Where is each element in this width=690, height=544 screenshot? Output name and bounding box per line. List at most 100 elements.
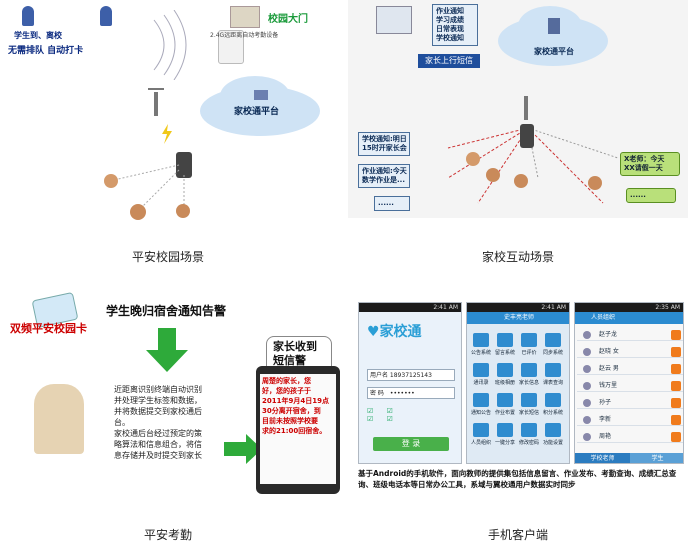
avatar xyxy=(583,331,591,339)
feature-label: 同步系统 xyxy=(542,350,563,356)
feature-label: 积分系统 xyxy=(542,410,563,416)
contact-name: 周艳 xyxy=(599,433,612,440)
feature-icon[interactable] xyxy=(497,333,513,347)
parent-figure-3 xyxy=(514,174,528,188)
username-input[interactable]: 18937125143 xyxy=(389,372,432,379)
feature-label: 留言系统 xyxy=(494,350,515,356)
feature-label: 通知公告 xyxy=(470,410,491,416)
feature-icon[interactable] xyxy=(545,423,561,437)
teacher-header: 史丰亮老师 xyxy=(467,312,569,324)
tab-student[interactable]: 学生 xyxy=(630,453,683,463)
student-arrival-text: 学生到、离校 xyxy=(14,31,62,40)
panel-safe-attendance: 学生晚归宿舍通知告警 双频平安校园卡 家长收到 短信警 近距离识别终端自动识别 … xyxy=(4,292,342,502)
feature-icon[interactable] xyxy=(497,393,513,407)
login-screen: 2:41 AM ♥家校通 用户名 18937125143 密 码 •••••••… xyxy=(358,302,462,464)
call-icon[interactable] xyxy=(671,364,681,374)
avatar xyxy=(583,416,591,424)
students-illustration-2 xyxy=(100,6,112,26)
platform-label: 家校通平台 xyxy=(534,47,574,56)
feature-icon[interactable] xyxy=(473,363,489,377)
username-label: 用户名 xyxy=(370,372,389,379)
contact-item[interactable]: 周艳 xyxy=(577,431,683,443)
call-icon[interactable] xyxy=(671,347,681,357)
notice-meeting: 学校通知:明日 15时开家长会 xyxy=(358,132,410,156)
contacts-screen: 2:35 AM 人员组织 赵子龙赵晓 女赵云 男钱万里孙子李新周艳 学校老师 学… xyxy=(574,302,684,464)
parent-figure-2 xyxy=(130,204,146,220)
remember-checkboxes[interactable]: ☑ ☑☑ ☑ xyxy=(367,407,393,423)
call-icon[interactable] xyxy=(671,381,681,391)
feature-icon[interactable] xyxy=(521,363,537,377)
contact-item[interactable]: 赵子龙 xyxy=(577,329,683,341)
contact-item[interactable]: 赵云 男 xyxy=(577,363,683,375)
auto-checkin-text: 无需排队 自动打卡 xyxy=(8,46,84,56)
call-icon[interactable] xyxy=(671,330,681,340)
feature-icon[interactable] xyxy=(473,423,489,437)
feature-icon[interactable] xyxy=(521,393,537,407)
contact-item[interactable]: 孙子 xyxy=(577,397,683,409)
process-description: 近距离识别终端自动识别 并处理学生标签和数据， 并将数据提交到家校通后 台。 家… xyxy=(114,385,202,460)
contact-name: 赵子龙 xyxy=(599,331,618,338)
feature-label: 人员组织 xyxy=(470,440,491,446)
avatar xyxy=(583,365,591,373)
parent-sms-box: 家长上行短信 xyxy=(418,54,480,68)
teacher-home-screen: 2:41 AM 史丰亮老师 公告系统留言系统已评价同步系统通讯录班级相册家长信息… xyxy=(466,302,570,464)
card-label: 双频平安校园卡 xyxy=(10,322,87,335)
lightning-icon xyxy=(162,124,172,144)
status-bar: 2:41 AM xyxy=(359,303,461,312)
reply-more: ...... xyxy=(626,188,676,203)
server-icon xyxy=(254,90,268,100)
feature-icon[interactable] xyxy=(545,333,561,347)
feature-label: 通讯录 xyxy=(473,380,489,386)
contact-item[interactable]: 赵晓 女 xyxy=(577,346,683,358)
right-arrow-icon xyxy=(224,434,262,464)
app-logo: ♥家校通 xyxy=(367,324,422,340)
contacts-header: 人员组织 xyxy=(575,312,683,324)
connection-lines xyxy=(113,164,185,212)
avatar xyxy=(583,348,591,356)
contact-name: 赵云 男 xyxy=(599,365,619,372)
feature-label: 已评价 xyxy=(521,350,537,356)
status-bar: 2:41 AM xyxy=(467,303,569,312)
feature-label: 作业布置 xyxy=(494,410,515,416)
caption-safe-attendance: 平安考勤 xyxy=(143,528,192,542)
contact-name: 钱万里 xyxy=(599,382,618,389)
parent-figure-4 xyxy=(588,176,602,190)
feature-icon[interactable] xyxy=(497,423,513,437)
call-icon[interactable] xyxy=(671,432,681,442)
contact-item[interactable]: 钱万里 xyxy=(577,380,683,392)
attendance-device xyxy=(218,30,244,64)
feature-label: 课表查询 xyxy=(542,380,563,386)
feature-icon[interactable] xyxy=(545,363,561,377)
feature-icon[interactable] xyxy=(521,423,537,437)
caption-mobile-client: 手机客户端 xyxy=(487,528,548,542)
school-gate-illustration xyxy=(230,6,260,28)
feature-icon[interactable] xyxy=(473,333,489,347)
feature-label: 公告系统 xyxy=(470,350,491,356)
platform-label: 家校通平台 xyxy=(234,107,280,117)
feature-icon[interactable] xyxy=(473,393,489,407)
operator-illustration xyxy=(34,384,84,454)
sms-screen: 周楚的家长，您 好，您的孩子于 2011年9月4日19点 30分离开宿舍，到 目… xyxy=(260,374,336,484)
feature-label: 家长短信 xyxy=(518,410,539,416)
tab-teacher[interactable]: 学校老师 xyxy=(575,453,630,463)
contact-item[interactable]: 李新 xyxy=(577,414,683,426)
school-gate-label: 校园大门 xyxy=(268,14,308,25)
device-label: 2.4G远距离自动考勤设备 xyxy=(210,32,279,39)
feature-label: 修改密码 xyxy=(518,440,539,446)
phone-center xyxy=(520,124,534,148)
password-label: 密 码 xyxy=(370,390,384,397)
mobile-phone-illustration xyxy=(176,152,192,178)
password-input[interactable]: ••••••• xyxy=(389,390,415,397)
feature-label: 功能设置 xyxy=(542,440,563,446)
call-icon[interactable] xyxy=(671,415,681,425)
feature-label: 班级相册 xyxy=(494,380,515,386)
feature-label: 一键分享 xyxy=(494,440,515,446)
contact-name: 李新 xyxy=(599,416,612,423)
login-button[interactable]: 登 录 xyxy=(373,437,449,451)
teacher-computer xyxy=(376,6,412,34)
parent-figure-2 xyxy=(486,168,500,182)
call-icon[interactable] xyxy=(671,398,681,408)
feature-icon[interactable] xyxy=(497,363,513,377)
feature-icon[interactable] xyxy=(545,393,561,407)
feature-icon[interactable] xyxy=(521,333,537,347)
